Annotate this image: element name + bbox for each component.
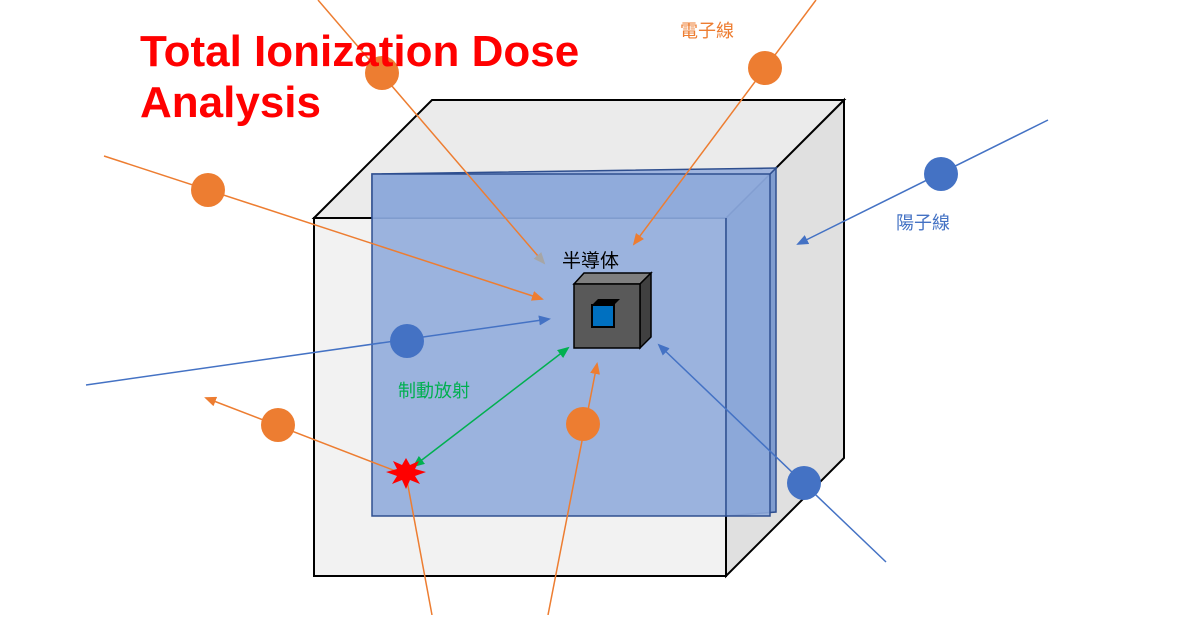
- chip-side-face: [639, 271, 652, 350]
- plate-front-face: [371, 173, 771, 517]
- proton-particles: [390, 157, 958, 500]
- electron-ray-left: [103, 155, 544, 301]
- electron-particle: [191, 173, 225, 207]
- title-line-1: Total Ionization Dose: [140, 27, 580, 76]
- semiconductor-chip: [572, 271, 653, 350]
- semiconductor-label: 半導体: [562, 250, 620, 272]
- proton-particle: [787, 466, 821, 500]
- electron-particle: [261, 408, 295, 442]
- proton-rays: [85, 119, 1049, 563]
- electron-particles: [191, 51, 782, 442]
- bremsstrahlung-ray: [412, 346, 570, 468]
- electron-ray-top-left: [317, 0, 546, 265]
- proton-label: 陽子線: [896, 213, 950, 234]
- electron-rays: [103, 0, 817, 616]
- electron-ray-bottom-left: [405, 474, 433, 616]
- title-line-2: Analysis: [140, 78, 321, 127]
- bremsstrahlung-label: 制動放射: [398, 381, 470, 402]
- electron-label: 電子線: [680, 21, 734, 42]
- proton-ray-bottom-right: [657, 343, 887, 563]
- electron-particle: [748, 51, 782, 85]
- proton-particle: [390, 324, 424, 358]
- die-top: [592, 299, 620, 305]
- electron-particle: [566, 407, 600, 441]
- proton-ray-left: [85, 315, 551, 386]
- electron-particle: [365, 56, 399, 90]
- electron-ray-outgoing: [204, 396, 407, 476]
- proton-particle: [924, 157, 958, 191]
- page-title: Total Ionization Dose Analysis: [140, 26, 579, 128]
- die: [591, 304, 615, 328]
- bremsstrahlung-burst-icon: [386, 458, 426, 489]
- electron-ray-top: [632, 0, 817, 246]
- chip-top-face: [572, 272, 653, 285]
- electron-ray-bottom: [547, 362, 600, 616]
- proton-ray-right: [796, 119, 1049, 245]
